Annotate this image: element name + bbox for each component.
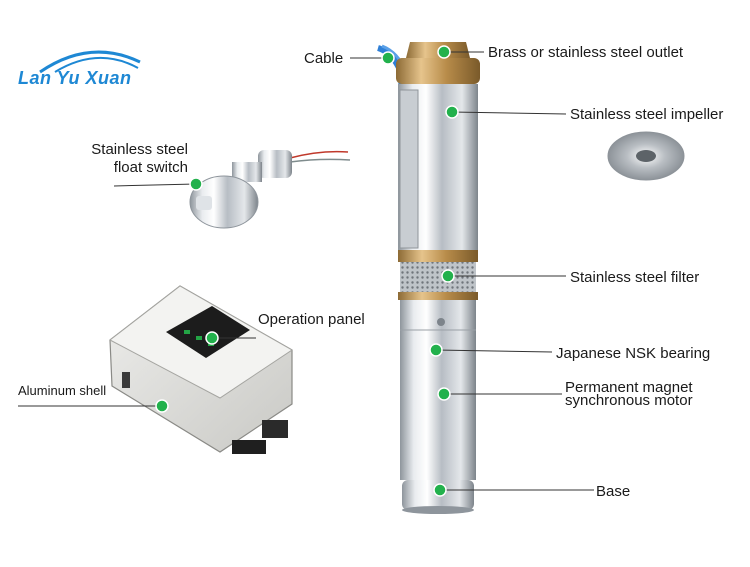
- impeller-image: [607, 131, 685, 181]
- leader-lines: [18, 51, 594, 491]
- motor-bolt: [437, 318, 445, 326]
- middle-brass-ring: [398, 250, 478, 262]
- label-motor-line2: synchronous motor: [565, 392, 693, 409]
- float-ball: [189, 175, 259, 229]
- marker-bearing: [429, 343, 443, 357]
- label-operation-panel: Operation panel: [258, 311, 365, 328]
- leader-impeller: [451, 111, 567, 115]
- label-float-line2: float switch: [113, 159, 188, 176]
- leader-bearing: [435, 349, 553, 353]
- float-wire-grey: [289, 158, 351, 163]
- panel-led-2: [196, 336, 202, 340]
- float-stem: [232, 162, 262, 182]
- label-outlet: Brass or stainless steel outlet: [488, 44, 684, 61]
- float-nut: [196, 196, 212, 210]
- marker-operation-panel: [205, 331, 219, 345]
- marker-filter: [441, 269, 455, 283]
- float-wire-red: [289, 150, 349, 159]
- marker-base: [433, 483, 447, 497]
- label-base: Base: [596, 483, 631, 500]
- float-switch-image: [189, 150, 351, 229]
- cable-guard: [399, 89, 419, 249]
- label-float-line1: Stainless steel: [91, 141, 188, 158]
- panel-led-1: [184, 330, 190, 334]
- marker-float: [189, 177, 203, 191]
- label-filter: Stainless steel filter: [570, 269, 700, 286]
- logo-swoosh-1: [39, 50, 141, 74]
- brand-logo-text: Lan Yu Xuan: [18, 68, 132, 88]
- controller-mount-tab: [122, 372, 130, 388]
- label-impeller: Stainless steel impeller: [570, 106, 724, 123]
- marker-motor: [437, 387, 451, 401]
- label-bearing: Japanese NSK bearing: [556, 345, 711, 362]
- leader-float: [113, 183, 197, 187]
- label-aluminum-shell: Aluminum shell: [18, 383, 107, 398]
- motor-body: [400, 300, 476, 480]
- label-cable: Cable: [304, 50, 344, 67]
- marker-impeller: [445, 105, 459, 119]
- controller-connector-2: [262, 420, 288, 438]
- filter-mesh: [400, 262, 476, 292]
- submersible-pump: [377, 42, 480, 514]
- callout-markers: [155, 45, 459, 497]
- marker-outlet: [437, 45, 451, 59]
- operation-panel-screen: [166, 306, 250, 358]
- lower-brass-ring: [398, 292, 478, 300]
- logo-swoosh-2: [54, 57, 139, 73]
- controller-image: [109, 285, 293, 454]
- controller-connector-1: [232, 440, 266, 454]
- marker-aluminum-shell: [155, 399, 169, 413]
- marker-cable: [381, 51, 395, 65]
- float-stem-top: [258, 150, 292, 178]
- label-motor-line1: Permanent magnet: [565, 379, 693, 396]
- outlet-brass-head: [396, 58, 480, 84]
- impeller-hub: [636, 150, 656, 162]
- brand-logo: [39, 50, 141, 74]
- pump-base-bottom: [402, 506, 474, 514]
